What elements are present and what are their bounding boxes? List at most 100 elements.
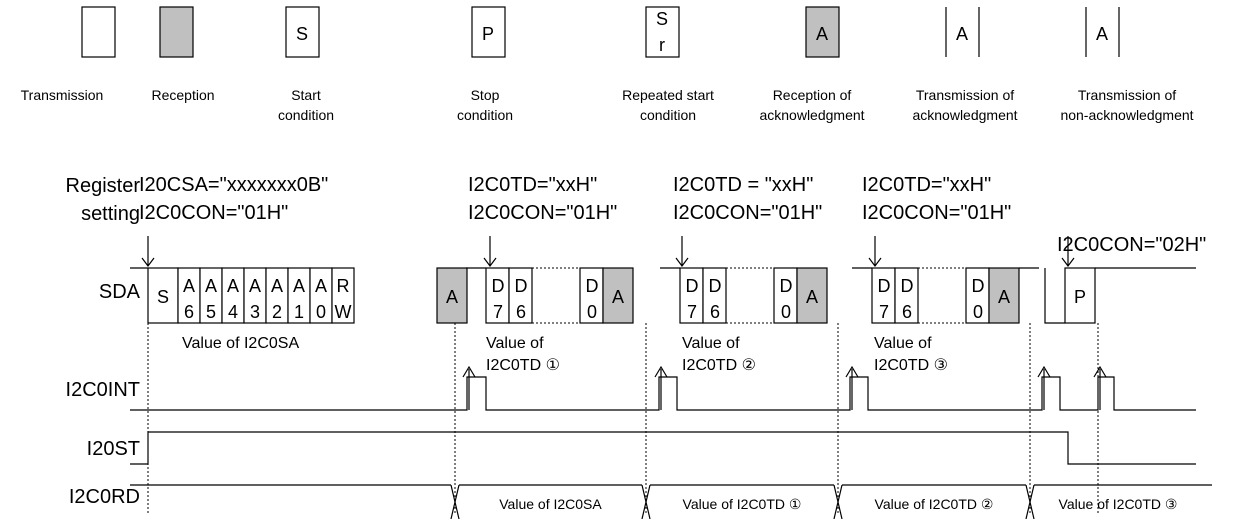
sda-bit-name: A bbox=[227, 276, 239, 296]
sda-pre-stop bbox=[1044, 268, 1065, 324]
up-arrow-head bbox=[1037, 365, 1051, 378]
legend-reception-box bbox=[159, 6, 194, 58]
sda-bit-index: W bbox=[335, 302, 352, 322]
i2c0rd-cross bbox=[1025, 484, 1035, 519]
legend-label: acknowledgment bbox=[912, 107, 1017, 123]
legend-label: acknowledgment bbox=[759, 107, 864, 123]
down-arrow-head bbox=[675, 257, 689, 267]
sda-note: Value of bbox=[682, 335, 740, 352]
i2c0rd-value: Value of I2C0TD ① bbox=[683, 496, 802, 512]
legend-label: Start bbox=[291, 87, 321, 103]
sda-bit-name: D bbox=[901, 276, 914, 296]
sda-bit-name: D bbox=[492, 276, 505, 296]
legend-label: Transmission of bbox=[1078, 87, 1176, 103]
sda-note: I2C0TD ③ bbox=[874, 357, 948, 374]
legend-label: condition bbox=[457, 107, 513, 123]
legend-item: P Stop condition bbox=[457, 6, 513, 123]
i20st-waveform bbox=[130, 431, 1196, 465]
sda-bit-index: 7 bbox=[687, 302, 697, 322]
sda-note: Value of bbox=[486, 335, 544, 352]
sda-bit-index: 0 bbox=[316, 302, 326, 322]
register-setting: I2C0CON="02H" bbox=[1057, 234, 1206, 256]
sda-bit-name: D bbox=[686, 276, 699, 296]
sda-bit-index: 6 bbox=[516, 302, 526, 322]
register-setting-label: Register bbox=[66, 175, 141, 197]
sda-bit-index: 3 bbox=[250, 302, 260, 322]
down-arrow-head bbox=[868, 257, 882, 267]
legend-box bbox=[645, 6, 680, 58]
sda-bit-index: 5 bbox=[206, 302, 216, 322]
sda-stop-glyph: P bbox=[1074, 287, 1086, 307]
legend-glyph: S bbox=[296, 24, 308, 44]
sda-bit-name: D bbox=[586, 276, 599, 296]
register-setting: I2C0CON="01H" bbox=[468, 202, 617, 224]
sda-bit-index: 0 bbox=[587, 302, 597, 322]
sda-note: Value of I2C0SA bbox=[182, 335, 299, 352]
i2c0rd-cross bbox=[641, 484, 651, 519]
legend-glyph: S bbox=[656, 9, 668, 29]
sda-note: I2C0TD ② bbox=[682, 357, 756, 374]
register-setting: I2C0CON="01H" bbox=[862, 202, 1011, 224]
signal-label-sda: SDA bbox=[99, 281, 141, 303]
legend-item: Reception bbox=[151, 6, 215, 103]
legend-glyph: r bbox=[659, 35, 665, 55]
sda-address-bit bbox=[331, 267, 355, 324]
legend-item: S Start condition bbox=[278, 6, 334, 123]
sda-bit-name: A bbox=[293, 276, 305, 296]
legend-label: Reception of bbox=[773, 87, 852, 103]
legend-label: Repeated start bbox=[622, 87, 714, 103]
legend-reception-box bbox=[805, 6, 840, 58]
legend-label: Transmission of bbox=[916, 87, 1014, 103]
sda-ack-glyph: A bbox=[998, 287, 1010, 307]
legend-label: condition bbox=[640, 107, 696, 123]
sda-stop bbox=[1064, 267, 1096, 324]
legend-label: Reception bbox=[151, 87, 214, 103]
sda-bit-index: 4 bbox=[228, 302, 238, 322]
down-arrow-head bbox=[483, 257, 497, 267]
register-setting-label: setting bbox=[81, 203, 140, 225]
i2c0rd-value: Value of I2C0SA bbox=[499, 496, 602, 512]
sda-bit-index: 6 bbox=[902, 302, 912, 322]
sda-ack bbox=[988, 267, 1020, 324]
up-arrow-head bbox=[462, 365, 476, 378]
sda-data-bit bbox=[508, 267, 533, 324]
sda-bit-name: D bbox=[515, 276, 528, 296]
register-setting: I2C0TD="xxH" bbox=[468, 174, 597, 196]
legend-label: Stop bbox=[471, 87, 500, 103]
sda-bit-index: 7 bbox=[879, 302, 889, 322]
sda-ack-glyph: A bbox=[612, 287, 624, 307]
i2c0int-line bbox=[130, 376, 1196, 411]
sda-bit-name: R bbox=[337, 276, 350, 296]
sda-bit-name: D bbox=[709, 276, 722, 296]
register-setting: I2C0TD="xxH" bbox=[862, 174, 991, 196]
sda-bit-name: A bbox=[183, 276, 195, 296]
legend-box bbox=[81, 6, 116, 58]
sda-bit-index: 6 bbox=[184, 302, 194, 322]
down-arrow-head bbox=[1061, 257, 1075, 267]
i20st-line bbox=[130, 431, 1196, 465]
i2c0rd-value: Value of I2C0TD ② bbox=[875, 496, 994, 512]
up-arrow-head bbox=[1093, 365, 1107, 378]
register-setting: I2C0TD = "xxH" bbox=[673, 174, 813, 196]
sda-ack-glyph: A bbox=[806, 287, 818, 307]
legend-label: condition bbox=[278, 107, 334, 123]
sda-start-glyph: S bbox=[157, 287, 169, 307]
signal-label-i20st: I20ST bbox=[87, 438, 140, 460]
sda-data-bit bbox=[702, 267, 727, 324]
legend-label: non-acknowledgment bbox=[1060, 107, 1193, 123]
sda-bit-name: A bbox=[271, 276, 283, 296]
legend-item: Transmission bbox=[21, 6, 116, 103]
register-setting: I2C0CON="01H" bbox=[673, 202, 822, 224]
i2c0rd-value: Value of I2C0TD ③ bbox=[1059, 496, 1178, 512]
legend-glyph: P bbox=[482, 24, 494, 44]
sda-bit-name: D bbox=[780, 276, 793, 296]
guide-lines bbox=[147, 323, 1099, 515]
sda-bit-index: 7 bbox=[493, 302, 503, 322]
sda-ack bbox=[436, 267, 468, 324]
register-setting: I2C0CON="01H" bbox=[139, 202, 288, 224]
